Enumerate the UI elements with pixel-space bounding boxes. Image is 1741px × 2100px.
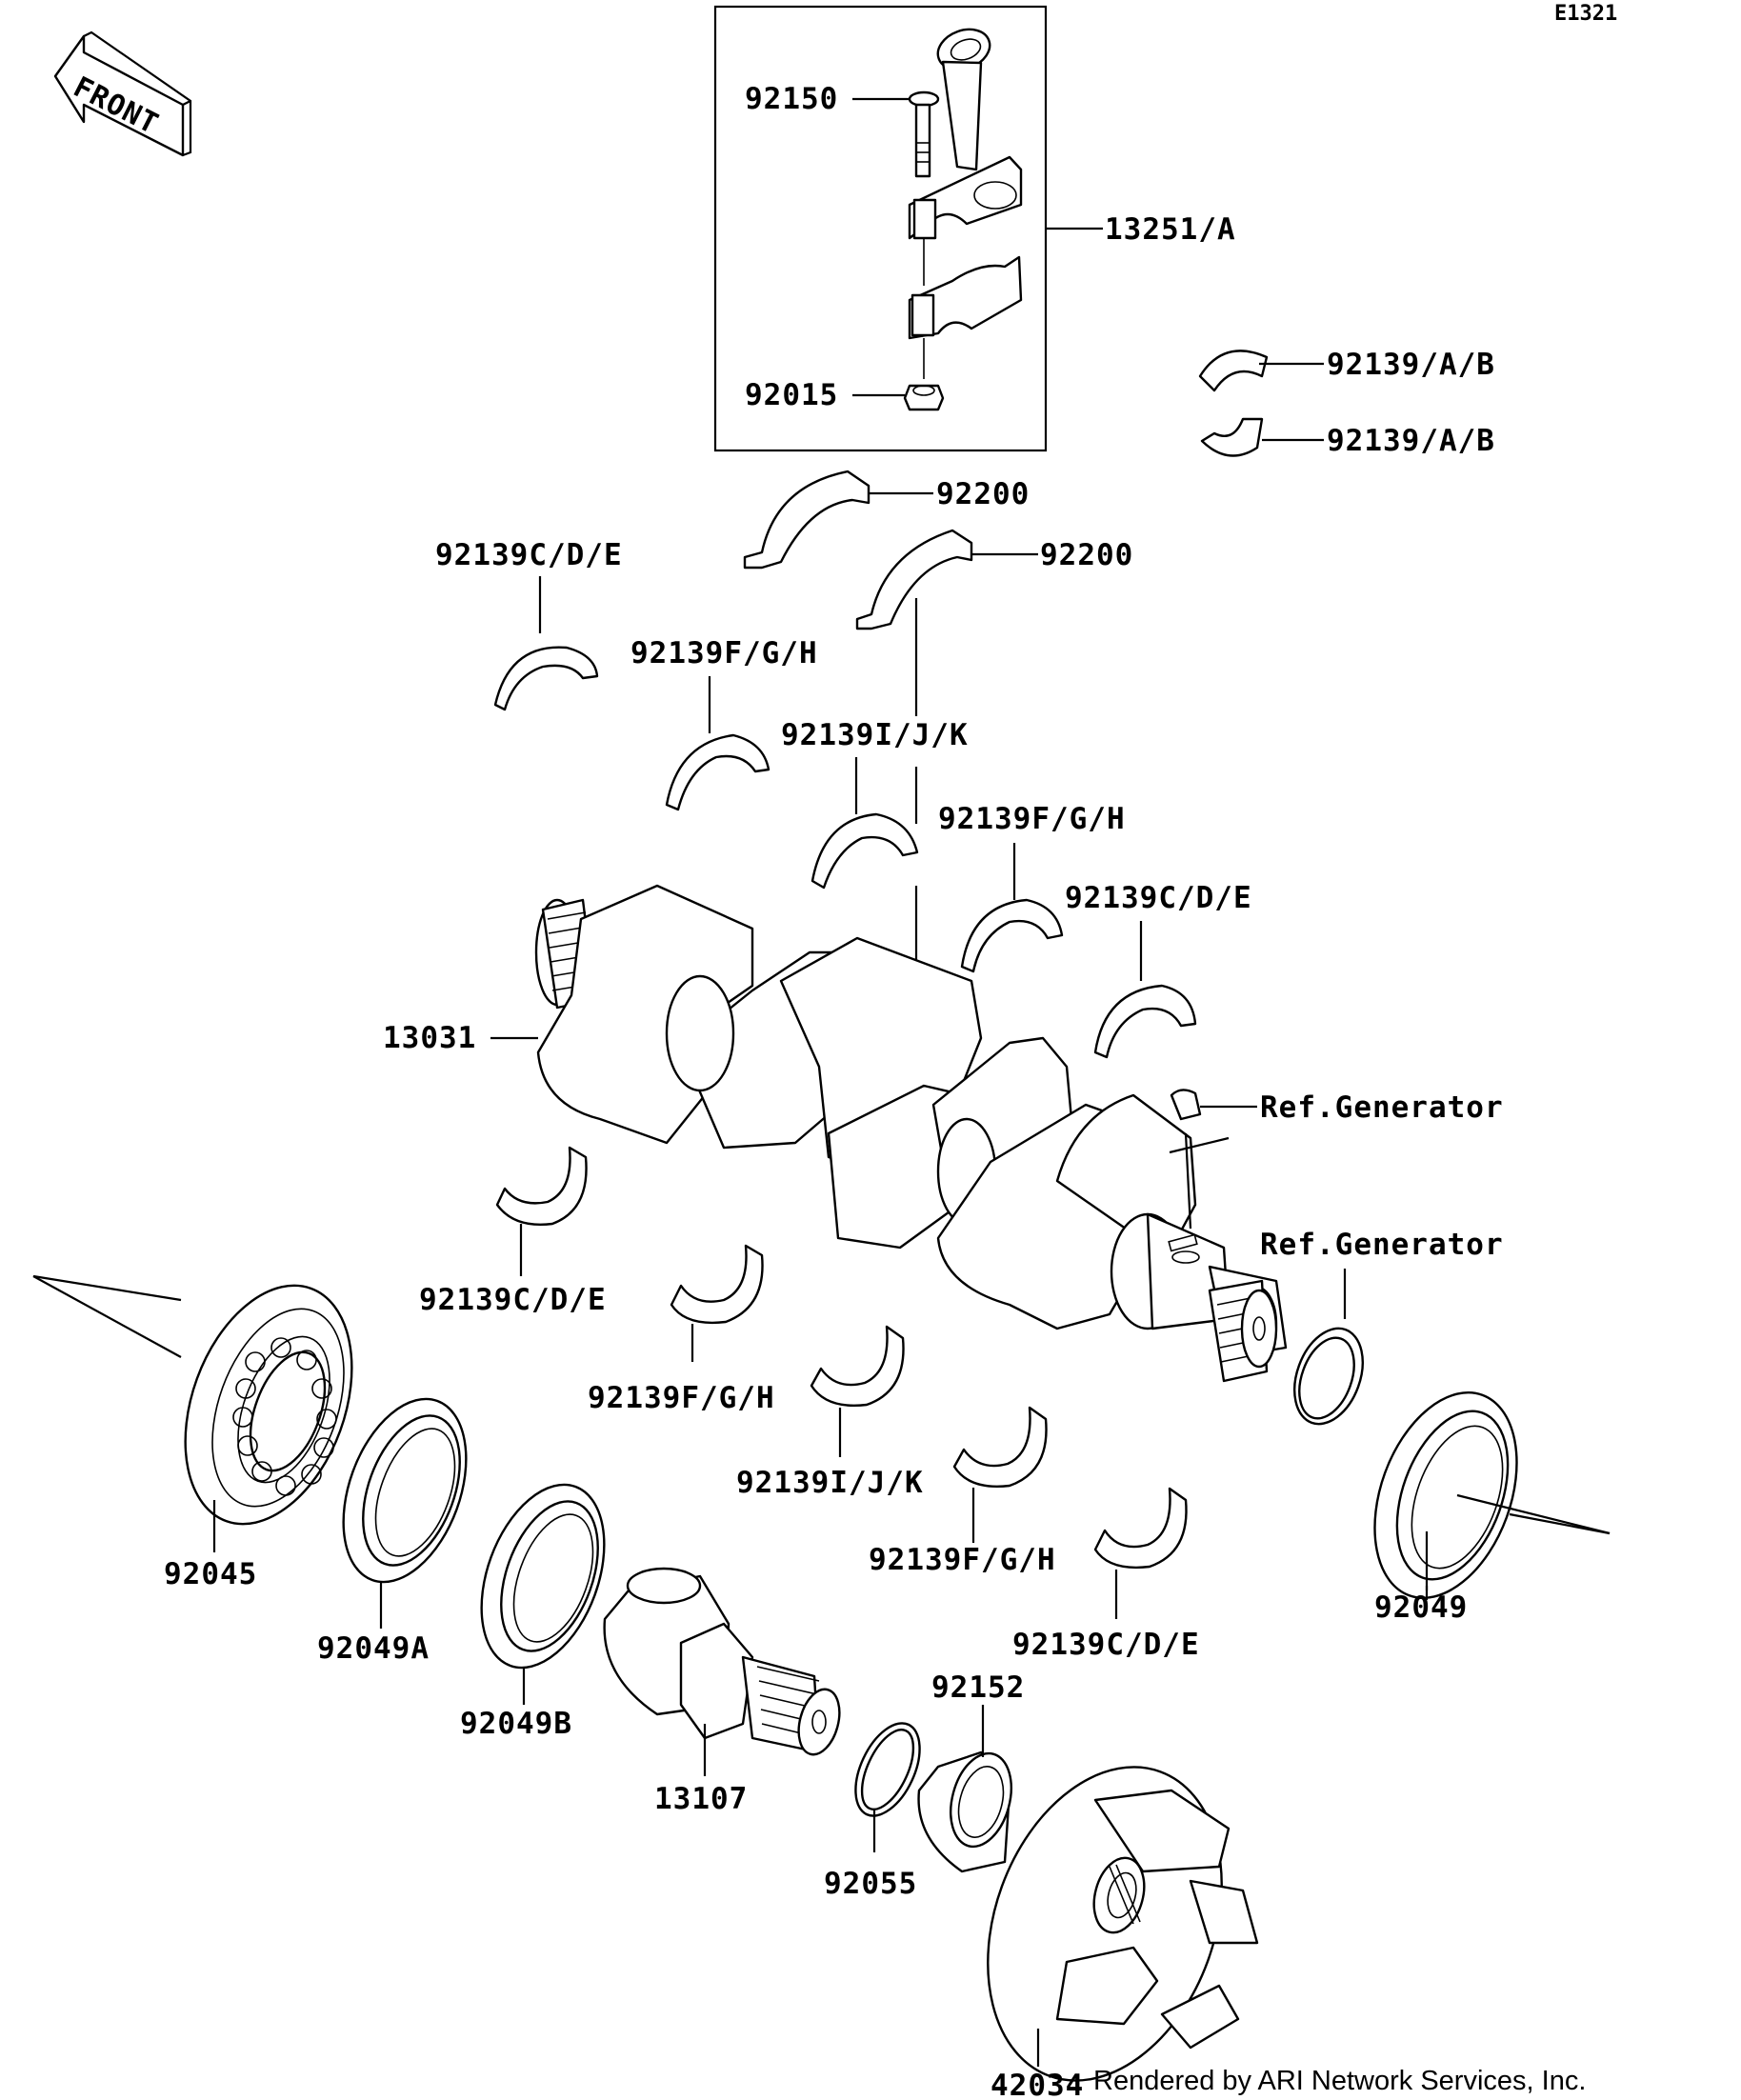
label-92139cde-3: 92139C/D/E [419,1283,607,1317]
label-92139fgh-1: 92139F/G/H [630,636,818,670]
label-92139cde-4: 92139C/D/E [1012,1628,1200,1662]
diagram-code: E1321 [1554,2,1617,26]
label-92200-2: 92200 [1040,538,1133,572]
label-13107: 13107 [654,1782,748,1816]
ring-generator-side [1293,1327,1364,1426]
label-ref-generator-2: Ref.Generator [1260,1228,1504,1262]
bearing-shell-92139ab-2 [1200,417,1264,457]
coupling-42034 [987,1766,1259,2082]
label-92139cde-1: 92139C/D/E [435,538,623,572]
label-92049b: 92049B [460,1707,572,1741]
bolt-92150 [908,90,940,178]
label-92139cde-2: 92139C/D/E [1065,881,1252,915]
label-92139ab-1: 92139/A/B [1327,348,1495,382]
bearing-shell-92139fgh-1 [665,733,770,811]
crankshaft-13031 [534,884,1288,1383]
label-42034: 42034 [991,2069,1084,2100]
label-92139ijk-2: 92139I/J/K [736,1466,924,1500]
bearing-shell-92139fgh-4 [952,1406,1048,1488]
bearing-shell-92139cde-3 [495,1146,588,1226]
oil-seal-92049 [1373,1391,1518,1599]
label-92200-1: 92200 [936,477,1030,511]
label-92139ijk-1: 92139I/J/K [781,718,969,752]
front-arrow-icon: FRONT [53,30,192,157]
bearing-shell-92139cde-4 [1093,1487,1188,1570]
label-92049: 92049 [1374,1590,1468,1625]
bearing-shell-92139fgh-2 [960,898,1064,973]
bearing-shell-92139ab-1 [1198,350,1269,392]
bearing-shell-92139ijk-2 [810,1325,905,1407]
oil-seal-92049a [342,1397,468,1584]
label-92139fgh-4: 92139F/G/H [869,1543,1056,1577]
credit-text: Rendered by ARI Network Services, Inc. [1093,2066,1586,2096]
label-92152: 92152 [931,1670,1025,1705]
thrust-washer-92200-1 [743,470,870,570]
oil-seal-92049b [480,1483,606,1670]
bearing-shell-92139fgh-3 [670,1244,764,1325]
label-13031: 13031 [383,1021,476,1055]
crank-threaded-end [1208,1279,1278,1383]
nut-92015 [903,384,945,411]
connecting-rod-part [908,28,1023,240]
label-92139fgh-2: 92139F/G/H [938,802,1126,836]
bearing-shell-92139ijk-1 [810,812,919,890]
rod-cap [908,255,1023,340]
label-92015: 92015 [745,378,838,412]
bearing-shell-92139cde-1 [493,646,599,711]
bearing-shell-92139cde-2 [1093,984,1197,1059]
collar-92152 [917,1750,1012,1873]
label-92045: 92045 [164,1557,257,1591]
thrust-washer-92200-2 [855,529,973,630]
roller-bearing-92045 [184,1284,353,1526]
label-92150: 92150 [745,82,838,116]
o-ring-92055 [854,1722,921,1817]
label-ref-generator-1: Ref.Generator [1260,1090,1504,1125]
label-92139fgh-3: 92139F/G/H [588,1381,775,1415]
shaft-13107 [603,1567,841,1756]
label-92139ab-2: 92139/A/B [1327,424,1495,458]
label-92049a: 92049A [317,1631,430,1666]
label-92055: 92055 [824,1867,917,1901]
label-13251: 13251/A [1105,212,1236,247]
woodruff-key [1170,1089,1202,1121]
